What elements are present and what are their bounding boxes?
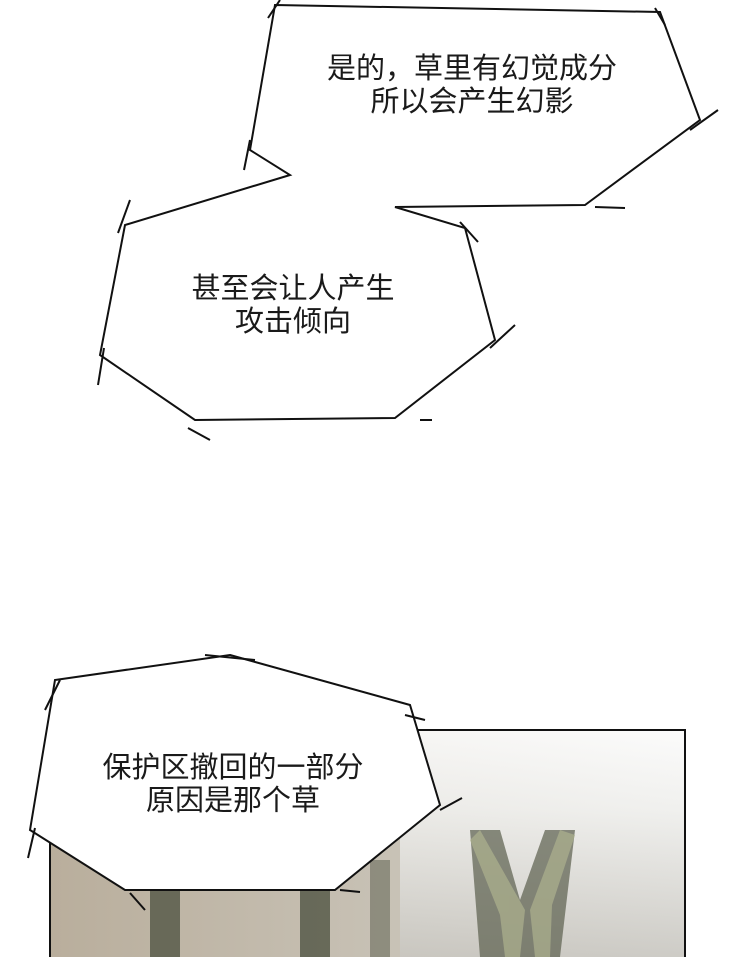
bubble-3-text: 保护区撤回的一部分 原因是那个草 [102, 751, 363, 817]
bubble-1-text: 是的，草里有幻觉成分 所以会产生幻影 [327, 52, 617, 118]
bubble-1-line-2: 所以会产生幻影 [370, 84, 574, 118]
bubble-2-line-2: 攻击倾向 [234, 304, 352, 338]
bubble-1-outline [98, 3, 702, 422]
bubble-3-line-2: 原因是那个草 [145, 783, 321, 817]
bubble-1-line-1: 是的，草里有幻觉成分 [326, 51, 618, 85]
bubble-spikes [27, 0, 719, 911]
bubble-2-line-1: 甚至会让人产生 [191, 271, 395, 305]
bubble-3-line-1: 保护区撤回的一部分 [102, 750, 364, 784]
speech-bubble-outlines [28, 3, 702, 891]
bubble-3-outline [28, 653, 442, 891]
bubble-2-text: 甚至会让人产生 攻击倾向 [191, 272, 394, 338]
